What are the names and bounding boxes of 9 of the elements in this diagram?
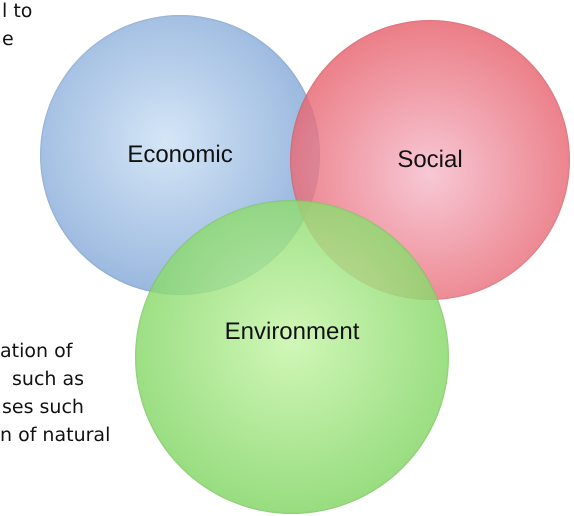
text-fragment: ation of <box>0 340 72 362</box>
text-fragment: ses such <box>2 396 84 418</box>
text-fragment: n of natural <box>0 424 110 446</box>
circle-label: Economic <box>127 141 233 169</box>
circle-label: Social <box>397 146 463 174</box>
text-fragment: l to <box>2 0 32 22</box>
text-fragment: such as <box>12 368 84 390</box>
circle-label: Environment <box>224 318 360 346</box>
text-fragment: e <box>2 28 14 50</box>
